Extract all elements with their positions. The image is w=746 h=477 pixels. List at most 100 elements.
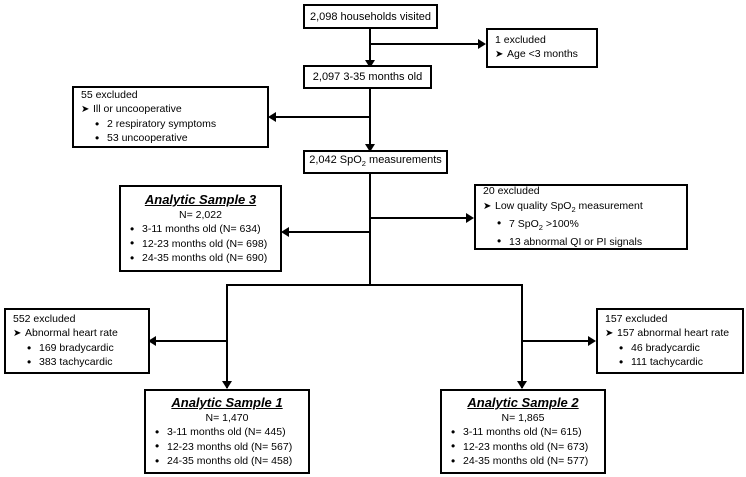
node-excluded-552[interactable]: 552 excluded ➤Abnormal heart rate •169 b…	[4, 308, 150, 374]
node-2097-months[interactable]: 2,097 3-35 months old	[303, 65, 432, 89]
excluded-20-reason-sub: 2	[571, 204, 576, 214]
arrow-bullet-icon: ➤	[605, 328, 614, 340]
sample1-item-1: • 3-11 months old (N= 445)	[150, 425, 304, 440]
spo2-prefix: 2,042 SpO	[309, 153, 362, 166]
excluded-552-bullet-1: •169 bradycardic	[13, 341, 142, 355]
excluded-552-reason: ➤Abnormal heart rate	[13, 326, 142, 341]
excluded-55-reason-text: Ill or uncooperative	[93, 103, 182, 116]
excluded-55-reason: ➤Ill or uncooperative	[81, 102, 261, 117]
arrow-bullet-icon: ➤	[483, 200, 492, 212]
sample1-item-3: •24-35 months old (N= 458)	[150, 454, 304, 469]
excluded-157-bullet-2: •111 tachycardic	[605, 355, 736, 369]
round-bullet-icon: •	[497, 234, 502, 249]
sample1-title: Analytic Sample 1	[171, 395, 283, 411]
sample1-n: N= 1,470	[205, 412, 249, 425]
excluded-age-reason: ➤Age <3 months	[495, 47, 590, 62]
node-analytic-sample-1[interactable]: Analytic Sample 1 N= 1,470 • 3-11 months …	[144, 389, 310, 474]
excluded-20-bullet-2-text: 13 abnormal QI or PI signals	[509, 235, 643, 248]
excluded-552-bullet-2: • 383 tachycardic	[13, 355, 142, 369]
sample2-title: Analytic Sample 2	[467, 395, 579, 411]
round-bullet-icon: •	[497, 216, 502, 231]
excluded-552-header: 552 excluded	[13, 312, 76, 325]
excluded-157-reason-text: 157 abnormal heart rate	[617, 327, 730, 340]
excluded-552-reason-text: Abnormal heart rate	[25, 327, 118, 340]
round-bullet-icon: •	[27, 340, 32, 355]
spo2-measurements-label: 2,042 SpO2 measurements	[305, 153, 446, 171]
round-bullet-icon: •	[155, 453, 160, 468]
round-bullet-icon: •	[451, 439, 456, 454]
sample3-n: N= 2,022	[179, 209, 222, 222]
arrowhead-sample2	[516, 381, 527, 389]
connector-to-sample3	[289, 231, 371, 233]
round-bullet-icon: •	[451, 424, 456, 439]
excluded-20-header: 20 excluded	[483, 185, 540, 198]
connector-to-55-excluded	[276, 116, 371, 118]
connector-spo2-trunk	[369, 172, 371, 286]
excluded-55-header: 55 excluded	[81, 88, 138, 101]
round-bullet-icon: •	[451, 453, 456, 468]
sample3-item-1-text: 3-11 months old (N= 634)	[142, 223, 261, 236]
round-bullet-icon: •	[95, 116, 100, 131]
arrowhead-sample3	[281, 226, 289, 237]
excluded-157-header: 157 excluded	[605, 312, 668, 325]
excluded-157-bullet-1: •46 bradycardic	[605, 341, 736, 355]
sample3-item-2: •12-23 months old (N= 698)	[125, 236, 276, 252]
excluded-55-bullet-2: • 53 uncooperative	[81, 131, 261, 145]
connector-to-20-excluded	[369, 217, 467, 219]
excluded-age-reason-text: Age <3 months	[507, 48, 578, 61]
sample1-item-2-text: 12-23 months old (N= 567)	[167, 440, 293, 453]
excluded-20-reason-prefix: Low quality SpO	[495, 199, 572, 212]
connector-left-drop	[226, 284, 228, 388]
node-analytic-sample-3[interactable]: Analytic Sample 3 N= 2,022 •3-11 months …	[119, 185, 282, 272]
sample2-item-2-text: 12-23 months old (N= 673)	[463, 440, 589, 453]
node-excluded-157[interactable]: 157 excluded ➤157 abnormal heart rate •4…	[596, 308, 744, 374]
spo2-suffix: measurements	[365, 153, 442, 166]
arrowhead-157-excluded	[588, 335, 596, 346]
node-excluded-55[interactable]: 55 excluded ➤Ill or uncooperative •2 res…	[72, 86, 269, 148]
arrowhead-552-excluded	[148, 335, 156, 346]
node-excluded-20[interactable]: 20 excluded ➤Low quality SpO2 measuremen…	[474, 184, 688, 250]
round-bullet-icon: •	[155, 424, 160, 439]
months-2097-label: 2,097 3-35 months old	[312, 71, 423, 83]
excluded-552-bullet-2-text: 383 tachycardic	[39, 356, 113, 369]
round-bullet-icon: •	[27, 354, 32, 369]
excluded-age-header: 1 excluded	[495, 33, 546, 46]
round-bullet-icon: •	[155, 439, 160, 454]
connector-2097-trunk	[369, 88, 371, 152]
sample3-item-3-text: 24-35 months old (N= 690)	[142, 252, 268, 265]
excluded-55-bullet-1: •2 respiratory symptoms	[81, 117, 261, 131]
sample1-item-1-text: 3-11 months old (N= 445)	[167, 426, 286, 439]
arrow-bullet-icon: ➤	[495, 49, 504, 61]
node-analytic-sample-2[interactable]: Analytic Sample 2 N= 1,865 •3-11 months …	[440, 389, 606, 474]
arrowhead-sample1	[221, 381, 232, 389]
node-excluded-age[interactable]: 1 excluded ➤Age <3 months	[486, 28, 598, 68]
sample2-item-1: • 3-11 months old (N= 615)	[446, 425, 600, 440]
sample2-item-2: • 12-23 months old (N= 673)	[446, 439, 600, 455]
node-households-visited[interactable]: 2,098 households visited	[303, 4, 438, 29]
sample3-item-2-text: 12-23 months old (N= 698)	[142, 237, 268, 250]
sample2-item-1-text: 3-11 months old (N= 615)	[463, 426, 582, 439]
round-bullet-icon: •	[95, 130, 100, 145]
excluded-55-bullet-2-text: 53 uncooperative	[107, 132, 188, 145]
arrowhead-20-excluded	[466, 212, 474, 223]
sample3-item-1: •3-11 months old (N= 634)	[125, 222, 276, 237]
sample3-title: Analytic Sample 3	[144, 192, 257, 208]
node-spo2-measurements[interactable]: 2,042 SpO2 measurements	[303, 150, 448, 174]
connector-to-157-excluded	[521, 340, 589, 342]
excluded-157-reason: ➤157 abnormal heart rate	[605, 326, 736, 341]
excluded-20-bullet-1-suffix: >100%	[542, 217, 579, 230]
round-bullet-icon: •	[130, 250, 135, 265]
excluded-157-bullet-2-text: 111 tachycardic	[631, 356, 703, 369]
arrowhead-to-spo2	[364, 144, 375, 152]
connector-households-trunk	[369, 28, 371, 68]
excluded-20-bullet-1-sub: 2	[538, 222, 543, 232]
households-label: 2,098 households visited	[309, 10, 432, 23]
sample2-item-3: •24-35 months old (N= 577)	[446, 454, 600, 469]
arrow-bullet-icon: ➤	[13, 328, 22, 340]
arrow-bullet-icon: ➤	[81, 104, 90, 116]
excluded-20-reason: ➤Low quality SpO2 measurement	[483, 199, 680, 217]
spo2-subscript: 2	[361, 159, 366, 169]
round-bullet-icon: •	[619, 340, 624, 355]
connector-to-552-excluded	[156, 340, 228, 342]
